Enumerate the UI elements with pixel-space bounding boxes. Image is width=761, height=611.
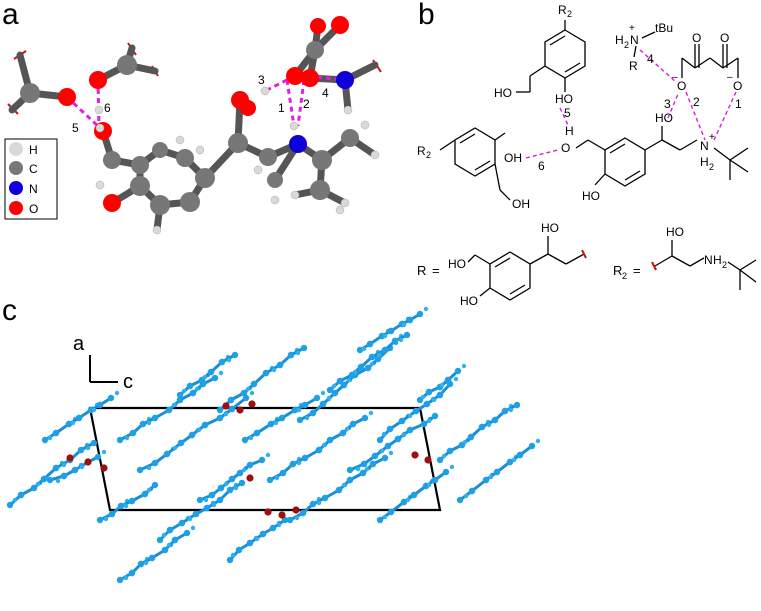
legend-swatch-h <box>9 142 23 156</box>
panel-a: a <box>2 0 382 235</box>
r-def-eq: = <box>432 263 440 278</box>
panel-c: c a c <box>2 294 541 584</box>
crystal-axes: a c <box>73 333 133 393</box>
hbond-label-a-3: 3 <box>258 73 265 87</box>
hbond-label-a-6: 6 <box>104 101 111 115</box>
n-top-plus: + <box>629 23 635 34</box>
oxalate-minus-a: – <box>672 72 678 83</box>
ho-phenol-top: HO <box>555 92 573 106</box>
legend-swatch-c <box>9 161 23 175</box>
oxalate-o-minus-b: O <box>733 79 742 93</box>
top-aryl-ring <box>516 20 586 93</box>
tbu-chain <box>713 147 749 180</box>
r-def-ho-ch2: HO <box>448 257 466 271</box>
h-center: H <box>565 124 574 138</box>
n-top: N <box>630 33 639 47</box>
panel-a-label: a <box>2 0 19 31</box>
middle-aryl-ring <box>575 126 698 187</box>
r2-top-label: R <box>558 3 567 17</box>
r-def-lhs: R <box>417 263 426 278</box>
o-center: O <box>561 141 570 155</box>
legend-label-o: O <box>29 202 38 216</box>
ho-top-label: HO <box>494 86 512 100</box>
r-top-label: R <box>629 59 638 73</box>
r2-def-lhs: R <box>613 263 622 278</box>
axis-a-label: a <box>73 333 85 355</box>
n-chain-plus: + <box>709 132 715 143</box>
ho-bottom-label: HO <box>582 189 600 203</box>
r-def-ho-chain: HO <box>541 221 559 235</box>
nh2-chain-sub: 2 <box>709 162 714 172</box>
r2-definition: R 2 = HO N H 2 <box>613 225 757 290</box>
oh-left-phenol: OH <box>504 151 522 165</box>
hbonds-a <box>65 74 346 130</box>
hbond-label-b-2: 2 <box>693 95 700 109</box>
tbu-label: tBu <box>655 21 673 35</box>
hbond-label-b-6: 6 <box>538 159 545 173</box>
r2-top-sub: 2 <box>567 9 572 19</box>
unit-cell <box>88 406 442 512</box>
hbonds-b <box>525 49 737 159</box>
r2-def-h: H <box>713 253 722 267</box>
legend-label-h: H <box>29 143 38 157</box>
r-def-ho-phenol: HO <box>460 294 478 308</box>
n-chain: N <box>700 139 709 153</box>
atom-legend: H C N O <box>4 138 58 220</box>
r-definition: R = HO HO HO <box>417 221 587 308</box>
ammonium-top: H 2 N + tBu R <box>615 21 673 73</box>
panel-c-label: c <box>2 294 17 327</box>
legend-swatch-n <box>9 181 23 195</box>
hbond-label-b-1: 1 <box>735 97 742 111</box>
oxalate-minus-b: – <box>727 72 733 83</box>
r2-left-label: R <box>417 144 426 158</box>
axis-c-label: c <box>123 371 133 393</box>
hbond-label-a-1: 1 <box>278 101 285 115</box>
hbond-label-b-3: 3 <box>664 97 671 111</box>
nh2-chain-h: H <box>700 155 709 169</box>
r2-def-eq: = <box>633 263 641 278</box>
hbond-label-a-2: 2 <box>303 97 310 111</box>
r2-def-hsub: 2 <box>722 260 727 270</box>
oxalate <box>681 44 739 78</box>
legend-label-c: C <box>29 162 38 176</box>
hbond-label-b-5: 5 <box>564 106 571 120</box>
legend-swatch-o <box>9 201 23 215</box>
oxalate-o-b: O <box>720 31 729 45</box>
nh2-top-sub: 2 <box>624 40 629 50</box>
legend-label-n: N <box>29 182 38 196</box>
crystal-packing <box>6 306 541 584</box>
panel-b-label: b <box>418 0 435 31</box>
oh-left-ch2: OH <box>512 197 530 211</box>
ho-chain-label: HO <box>655 111 673 125</box>
r2-def-sub: 2 <box>622 271 627 281</box>
panel-b: b R 2 HO HO H 2 N + tBu R <box>417 0 757 308</box>
oxalate-o-minus-a: O <box>677 79 686 93</box>
oxalate-o-a: O <box>692 31 701 45</box>
r2-def-n: N <box>704 253 713 267</box>
hbond-label-a-5: 5 <box>72 121 79 135</box>
r2-left-sub: 2 <box>426 150 431 160</box>
nh2-top-h: H <box>615 33 624 47</box>
hbond-label-a-4: 4 <box>322 86 329 100</box>
hbond-label-b-4: 4 <box>647 52 654 66</box>
atoms-a <box>20 16 380 235</box>
left-aryl-ring <box>439 127 511 201</box>
r2-def-ho: HO <box>666 225 684 239</box>
